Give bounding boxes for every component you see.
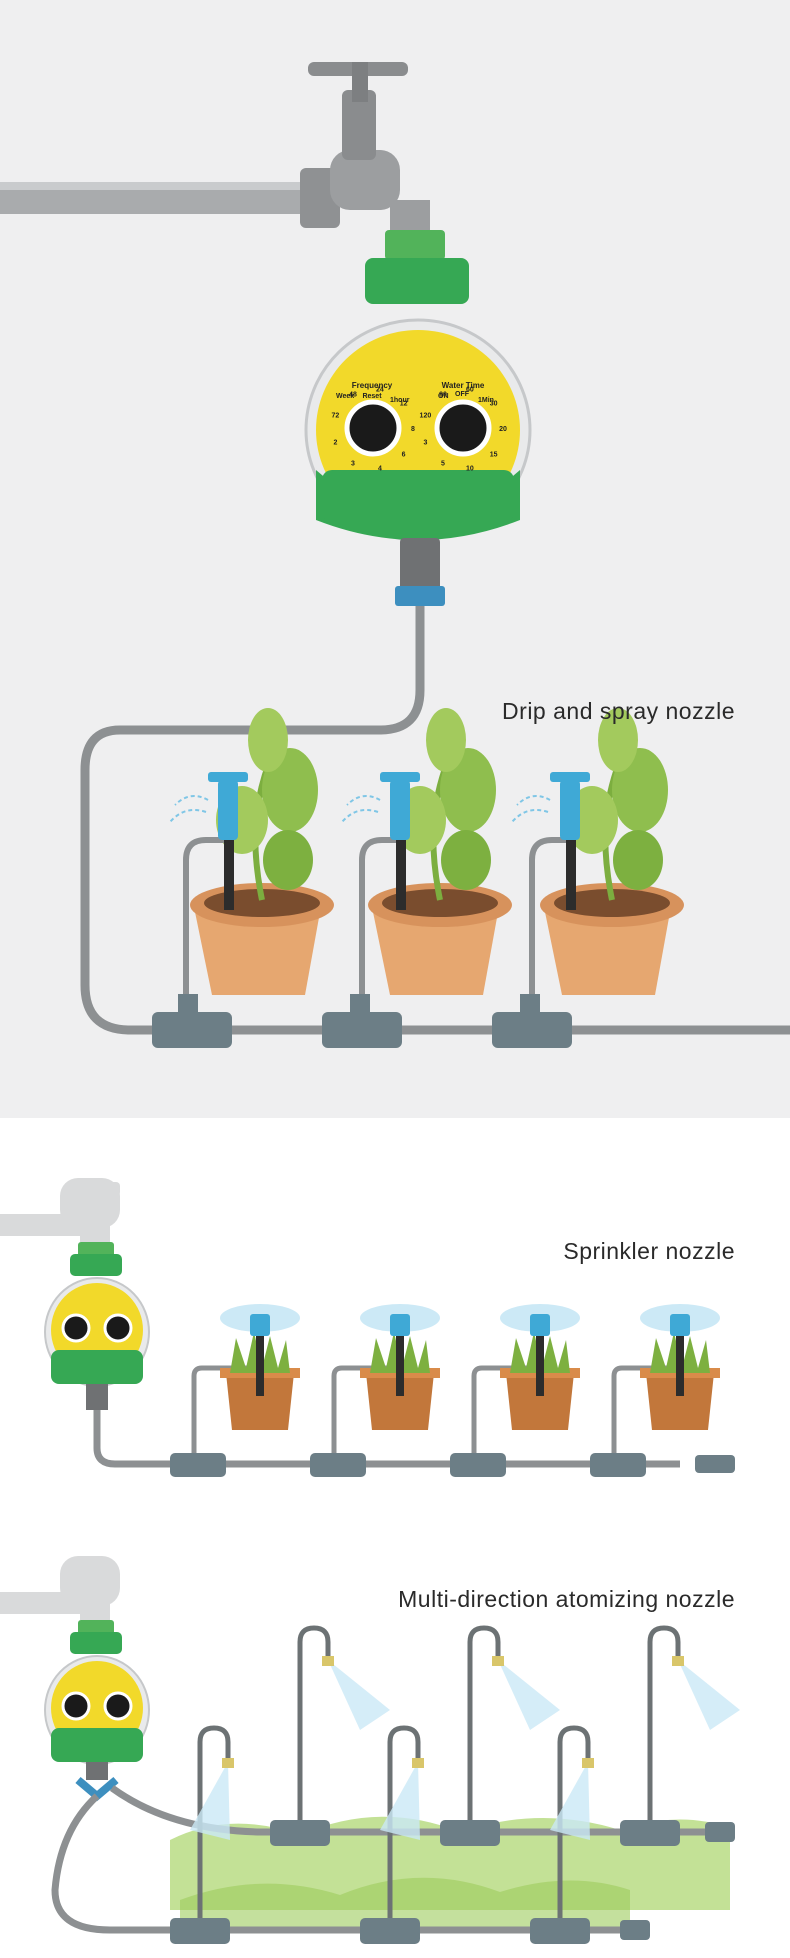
sprinkler-pot: [310, 1304, 440, 1477]
atomizing-illustration: [0, 1556, 740, 1944]
dial-tick-label: 60: [466, 387, 474, 394]
drip-spray-panel: Frequency Reset Week 1hour Water Time ON…: [0, 0, 790, 1118]
atomizer-riser: [360, 1725, 424, 1944]
timer-icon: [304, 230, 532, 606]
tee-connector: [170, 1918, 230, 1944]
tee-connector: [270, 1820, 330, 1846]
faucet-icon: [0, 1178, 120, 1242]
drip-caption: Drip and spray nozzle: [502, 698, 735, 724]
atomizer-riser: [170, 1725, 234, 1944]
sprinkler-pot: [590, 1304, 720, 1477]
dial-tick-label: 5: [441, 461, 445, 468]
dial-tick-label: 20: [499, 426, 507, 433]
water-time-tick-labels: 120 90 60 30 20 15 10 5 3: [420, 387, 507, 473]
sprinkler-pot: [170, 1304, 300, 1477]
atomizer-riser: [530, 1725, 594, 1944]
dial-tick-label: 120: [420, 412, 432, 419]
grass-band: [180, 1877, 630, 1930]
end-cap: [620, 1920, 650, 1940]
tee-connector: [440, 1820, 500, 1846]
upper-tube: [109, 1785, 725, 1836]
timer-week-label: Week: [336, 393, 354, 400]
lower-tube: [51, 1793, 640, 1934]
tee-connector: [450, 1453, 506, 1477]
tee-connector: [322, 1012, 402, 1048]
atomizer-riser: [440, 1625, 560, 1846]
sprinkler-illustration: [0, 1178, 735, 1477]
potted-plant: [152, 708, 334, 1048]
timer-icon: [44, 1620, 150, 1802]
dial-tick-label: 30: [490, 400, 498, 407]
potted-plant: [492, 708, 684, 1048]
tee-connector: [360, 1918, 420, 1944]
tee-connector: [620, 1820, 680, 1846]
timer-min-label: 1Min: [478, 397, 494, 404]
sprinkler-row: [170, 1304, 720, 1477]
tee-connector: [152, 1012, 232, 1048]
faucet-icon: [300, 62, 430, 240]
timer-on-label: ON: [438, 393, 449, 400]
dial-tick-label: 3: [423, 440, 427, 447]
atomizing-caption: Multi-direction atomizing nozzle: [398, 1586, 735, 1612]
atomizer-riser: [270, 1625, 390, 1846]
frequency-tick-labels: 72 48 24 12 8 6 4 3 2: [332, 387, 416, 473]
dial-tick-label: 24: [376, 387, 384, 394]
main-tube: [80, 606, 790, 1035]
sprinkler-pot: [450, 1304, 580, 1477]
tee-connector: [310, 1453, 366, 1477]
atomizing-panel: Multi-direction atomizing nozzle: [0, 1510, 790, 1958]
tee-connector: [170, 1453, 226, 1477]
end-cap: [695, 1455, 735, 1473]
timer-hour-label: 1hour: [390, 397, 410, 404]
sprinkler-caption: Sprinkler nozzle: [563, 1238, 735, 1264]
faucet-icon: [0, 1556, 120, 1620]
tee-connector: [492, 1012, 572, 1048]
dial-tick-label: 8: [411, 426, 415, 433]
timer-water-time-label: Water Time: [442, 381, 485, 390]
dial-tick-label: 48: [349, 391, 357, 398]
timer-off-label: OFF: [455, 391, 470, 398]
main-tube: [93, 1410, 680, 1468]
dial-tick-label: 90: [439, 391, 447, 398]
dial-tick-label: 12: [400, 400, 408, 407]
timer-icon: [44, 1242, 150, 1410]
atomizer-row: [170, 1625, 740, 1944]
dial-tick-label: 4: [378, 465, 382, 472]
dial-tick-label: 72: [332, 412, 340, 419]
dial-tick-label: 6: [402, 452, 406, 459]
timer-frequency-label: Frequency: [352, 381, 393, 390]
tee-connector: [590, 1453, 646, 1477]
dial-tick-label: 3: [351, 461, 355, 468]
potted-plant: [322, 708, 512, 1048]
sprinkler-panel: Sprinkler nozzle: [0, 1118, 790, 1510]
end-cap: [705, 1822, 735, 1842]
dial-tick-label: 2: [333, 440, 337, 447]
dial-tick-label: 15: [490, 452, 498, 459]
drip-illustration: Frequency Reset Week 1hour Water Time ON…: [0, 62, 790, 1048]
dial-tick-label: 10: [466, 465, 474, 472]
timer-reset-label: Reset: [362, 393, 382, 400]
tee-connector: [530, 1918, 590, 1944]
atomizer-riser: [620, 1625, 740, 1846]
